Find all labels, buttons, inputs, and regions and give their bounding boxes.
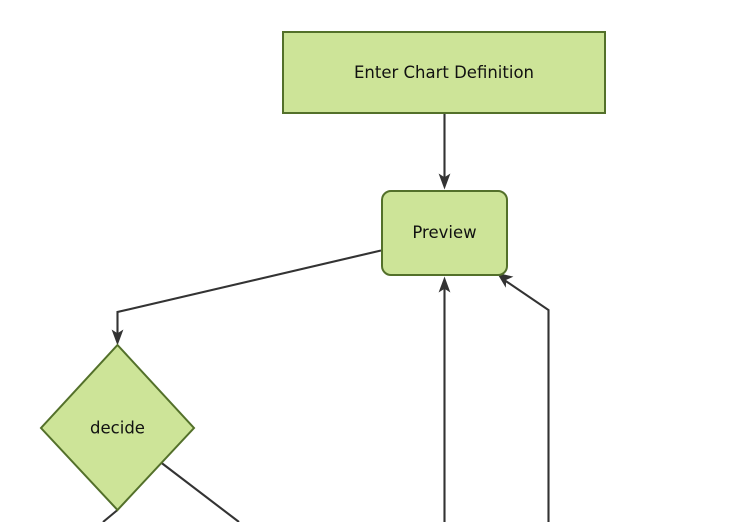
node-label-decide: decide (90, 419, 145, 438)
edge-enter-to-preview (438, 114, 451, 190)
edge-decide-to-lower-left (102, 509, 119, 522)
node-shape-diamond (39, 343, 196, 512)
node-enter-chart-definition[interactable]: Enter Chart Definition (282, 31, 606, 114)
node-preview[interactable]: Preview (381, 190, 508, 276)
arrow-head-icon (438, 173, 451, 190)
edge-line (158, 460, 240, 522)
node-decide[interactable]: decide (39, 343, 196, 512)
edge-line (102, 509, 119, 522)
edge-loopback-straight-to-preview (438, 276, 451, 522)
node-shape-rounded-rectangle (381, 190, 508, 276)
edge-line (504, 279, 550, 522)
edge-line (116, 249, 382, 336)
node-shape-rectangle (282, 31, 606, 114)
node-label-enter-chart-definition: Enter Chart Definition (354, 63, 534, 82)
node-label-preview: Preview (412, 223, 476, 242)
arrow-head-icon (438, 276, 451, 293)
arrow-head-icon (496, 272, 514, 288)
edge-preview-to-decide (111, 249, 382, 346)
edge-decide-to-lower-right (158, 460, 240, 522)
arrow-head-icon (111, 329, 124, 346)
edge-loopback-bent-to-preview (496, 272, 550, 522)
